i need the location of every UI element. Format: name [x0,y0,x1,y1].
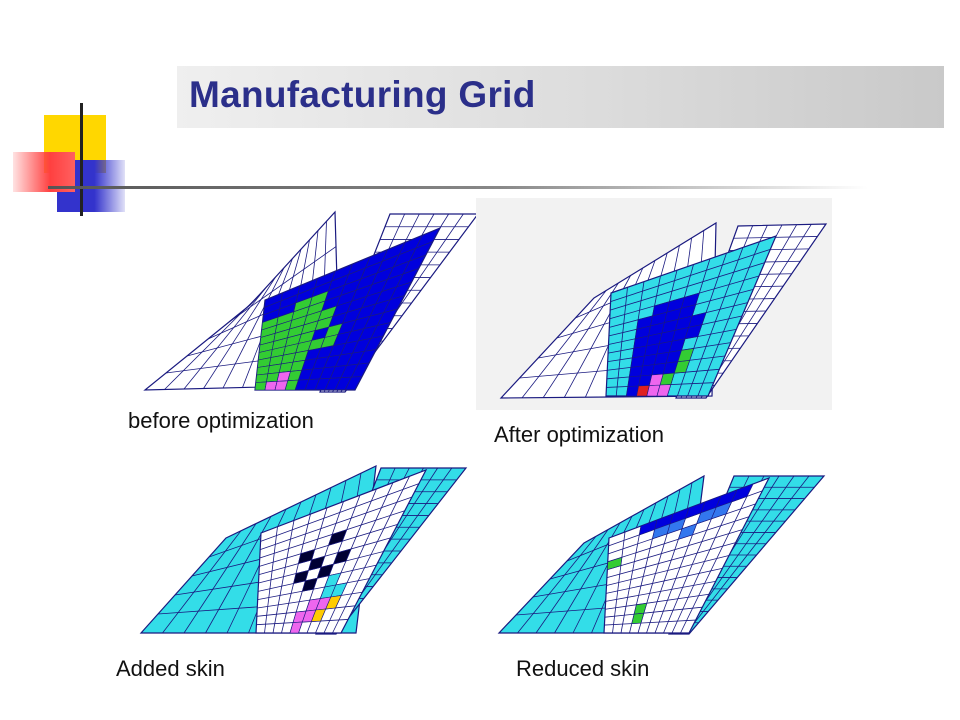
slide-title: Manufacturing Grid [189,74,536,115]
caption-before-optimization: before optimization [128,408,314,433]
sizing-cells [606,483,754,624]
caption-after-optimization: After optimization [494,422,664,447]
wing-mesh-after-optimization [476,198,832,410]
sizing-cells [254,290,344,391]
logo-vertical-line [80,103,83,216]
title-rule [48,186,868,189]
logo-red-square [13,152,75,192]
wing-mesh-reduced-skin [497,474,826,635]
wing-mesh-added-skin [139,464,468,635]
caption-added-skin: Added skin [116,656,225,681]
wing-mesh-before-optimization [143,210,480,393]
sizing-cells [626,292,707,397]
caption-reduced-skin: Reduced skin [516,656,650,681]
slide-logo [0,100,140,220]
title-bar: Manufacturing Grid [177,66,944,128]
sizing-cells [289,529,352,634]
